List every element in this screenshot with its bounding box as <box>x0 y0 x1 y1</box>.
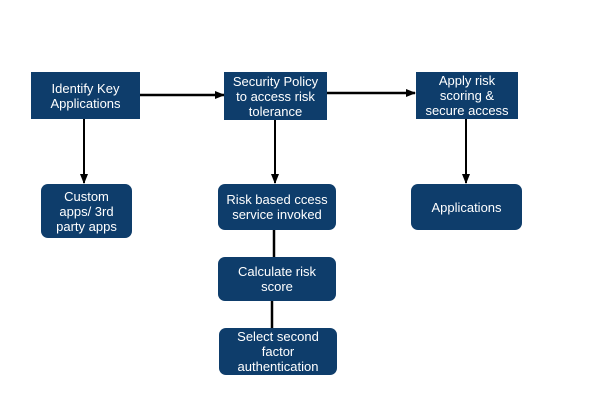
custom-apps-box: Custom apps/ 3rd party apps <box>41 184 132 238</box>
risk-based-access-service-box: Risk based ccess service invoked <box>218 184 336 230</box>
identify-key-applications-box: Identify Key Applications <box>31 72 140 119</box>
applications-box: Applications <box>411 184 522 230</box>
apply-risk-scoring-box: Apply risk scoring & secure access <box>416 72 518 119</box>
security-policy-box: Security Policy to access risk tolerance <box>224 72 327 120</box>
calculate-risk-score-box: Calculate risk score <box>218 257 336 301</box>
select-second-factor-box: Select second factor authentication <box>219 328 337 375</box>
